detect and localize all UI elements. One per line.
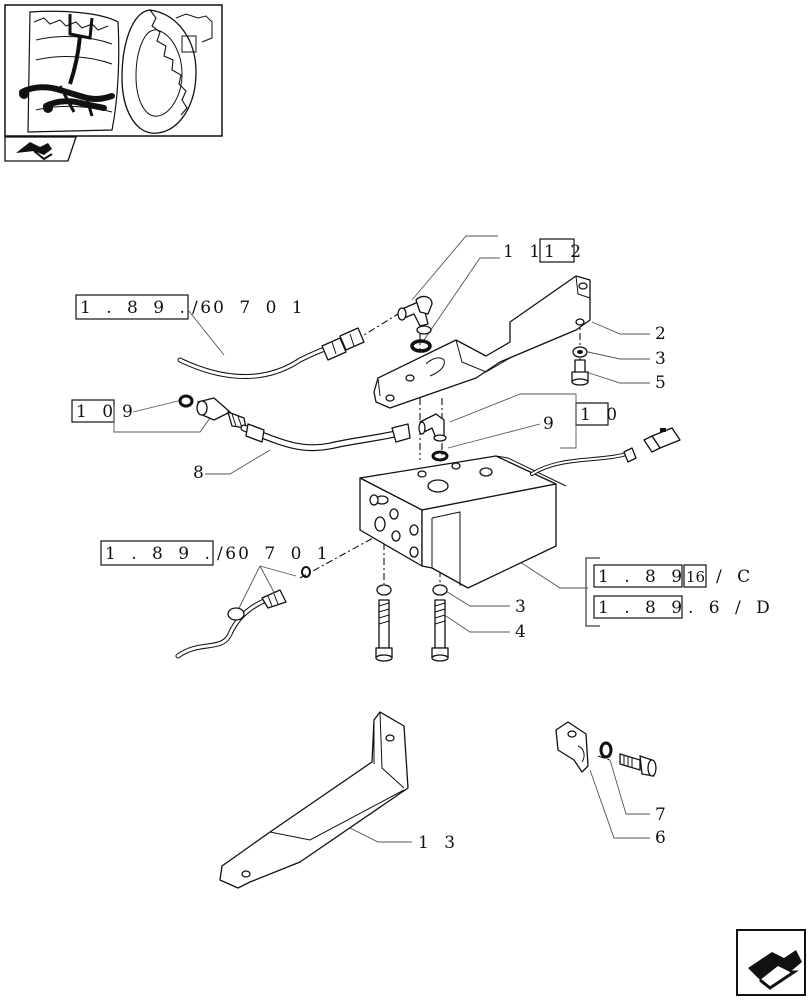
ref-mid-box [100, 540, 214, 566]
washer-7[interactable] [599, 741, 613, 759]
ref-top-suffix: / 0 7 0 1 [192, 298, 308, 318]
ref-10-right-boxed: 1 0 [580, 405, 622, 425]
washer-upper[interactable] [572, 346, 588, 358]
hose-upper[interactable] [177, 327, 365, 379]
ref-10-left-boxed: 1 0 [76, 402, 118, 422]
elbow-fitting-upper[interactable] [397, 295, 433, 335]
tractor-rear-hitch-thumbnail[interactable] [4, 4, 223, 137]
ref-16c-boxed: 1 . 8 9 . [598, 567, 708, 587]
o-ring-seal[interactable] [410, 339, 432, 353]
ref-16c-box2 [683, 564, 707, 588]
bolt-lower-right[interactable] [431, 599, 449, 662]
next-page-arrow-icon[interactable] [736, 929, 806, 996]
rigid-pipe-8[interactable] [240, 423, 411, 452]
elbow-fitting-lower[interactable] [418, 413, 447, 442]
electrical-lead[interactable] [530, 447, 637, 476]
clip-bracket-6[interactable] [555, 721, 589, 773]
callout-4[interactable]: 4 [515, 622, 526, 642]
ref-11-12[interactable]: 1 1 1 2 [503, 238, 586, 263]
callout-13[interactable]: 1 3 [418, 833, 460, 853]
hydraulic-valve-block[interactable] [359, 455, 567, 589]
previous-page-arrow-icon[interactable] [4, 136, 77, 162]
ref-1-89-6-d[interactable]: 1 . 8 9 . 6 / D [593, 595, 775, 619]
bolt-upper[interactable] [571, 359, 589, 386]
ref-10-9-left[interactable]: 1 0 9 [71, 399, 133, 423]
ref-11-12-box [539, 238, 575, 263]
callout-2[interactable]: 2 [655, 324, 666, 344]
washer-lower-left[interactable] [376, 584, 392, 596]
ref-9-left: 9 [122, 402, 133, 422]
bolt-clip[interactable] [619, 753, 657, 777]
ref-11-12-boxed: 1 2 [544, 242, 586, 262]
ref-6d-suffix: . 6 / D [688, 598, 775, 618]
ref-6d-box [593, 595, 683, 619]
ref-6d-boxed: 1 . 8 9 [598, 598, 687, 618]
callout-3-upper[interactable]: 3 [655, 349, 666, 369]
ref-top-box [75, 294, 189, 320]
ref-1-89-6-07-01-mid[interactable]: 1 . 8 9 . 6 / 0 7 0 1 [100, 540, 333, 566]
ref-group-bracket [585, 557, 600, 627]
washer-lower-right[interactable] [432, 584, 448, 596]
support-bracket-13[interactable] [219, 711, 409, 889]
callout-6[interactable]: 6 [655, 828, 666, 848]
leader-lines [113, 235, 650, 843]
callout-3-lower[interactable]: 3 [515, 597, 526, 617]
ref-16c-suffix: / C [716, 567, 755, 587]
hose-lower[interactable] [175, 566, 311, 659]
ref-9-10-right[interactable]: 9 1 0 [543, 402, 622, 434]
ref-mid-suffix: / 0 7 0 1 [217, 544, 333, 564]
adapter-fitting-left[interactable] [178, 394, 247, 429]
ref-11-12-prefix: 1 1 [503, 242, 545, 262]
callout-7[interactable]: 7 [655, 805, 666, 825]
callout-5[interactable]: 5 [655, 373, 666, 393]
ref-1-89-6-07-01-top[interactable]: 1 . 8 9 . 6 / 0 7 0 1 [75, 294, 308, 320]
electrical-connector[interactable] [643, 427, 681, 453]
bolt-lower-left[interactable] [375, 599, 393, 662]
ref-16c-box [593, 564, 683, 588]
ref-16c-boxed2: 16 [686, 568, 705, 586]
ref-1-89-16-c[interactable]: 1 . 8 9 . 16 / C [593, 564, 755, 588]
mounting-bracket-plate[interactable] [373, 275, 591, 409]
ref-top-boxed: 1 . 8 9 . 6 [80, 298, 216, 318]
ref-9-right: 9 [543, 414, 554, 434]
ref-mid-boxed: 1 . 8 9 . 6 [105, 544, 241, 564]
callout-8[interactable]: 8 [193, 463, 204, 483]
